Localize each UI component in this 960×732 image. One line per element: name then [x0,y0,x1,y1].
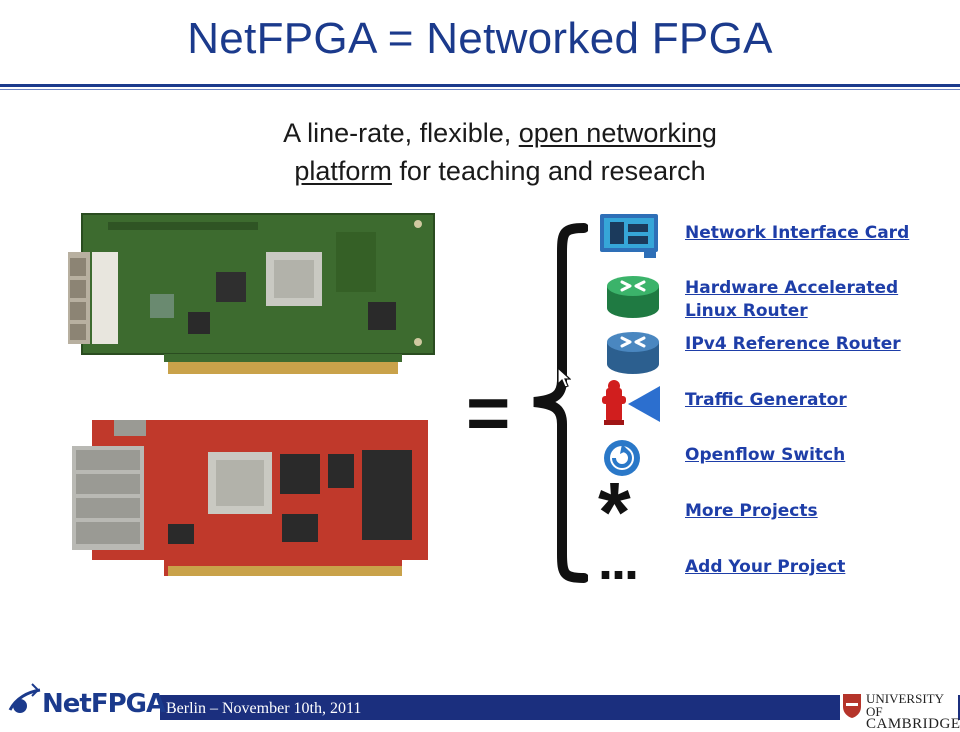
netfpga-10g-board-image [72,420,428,576]
link-openflow-switch[interactable]: Openflow Switch [685,445,846,465]
hydrant-icon [602,380,660,425]
openflow-icon [604,440,640,476]
title-divider [0,84,960,87]
link-more-projects[interactable]: More Projects [685,501,818,521]
subtitle-underlined-1: open networking [518,118,717,148]
nic-card-icon [600,214,658,258]
subtitle-text-1: A line-rate, flexible, [283,118,519,148]
asterisk-icon: * [598,465,631,559]
link-network-interface-card[interactable]: Network Interface Card [685,223,910,243]
link-ipv4-reference-router[interactable]: IPv4 Reference Router [685,334,901,354]
link-line-2: Linux Router [685,301,808,321]
cambridge-wordmark: UNIVERSITY OF CAMBRIDGE [866,691,960,732]
link-traffic-generator[interactable]: Traffic Generator [685,390,847,410]
blue-router-icon [607,332,659,374]
subtitle-underlined-2: platform [294,156,392,186]
university-of: UNIVERSITY OF [866,691,944,719]
link-line-1: Hardware Accelerated [685,278,899,298]
netfpga-1g-board-image [68,213,435,374]
subtitle-text-2: for teaching and research [391,156,706,186]
footer-bar [160,695,960,720]
netfpga-logo-icon [8,683,41,713]
green-router-icon [607,276,659,318]
equals-sign: = [466,371,511,456]
slide-title: NetFPGA = Networked FPGA [187,14,773,63]
netfpga-logo-text: NetFPGA [42,689,166,719]
ellipsis-icon: ... [598,531,639,591]
link-add-your-project[interactable]: Add Your Project [685,557,846,577]
footer-text: Berlin – November 10th, 2011 [166,700,362,717]
link-hardware-accelerated-linux-router[interactable]: Hardware Accelerated Linux Router [685,277,898,323]
slide-subtitle: A line-rate, flexible, open networking p… [150,114,850,190]
curly-brace-icon [533,223,588,583]
mouse-cursor-icon [557,367,571,388]
cambridge-shield-icon [843,694,861,718]
title-divider-thin [0,89,960,90]
